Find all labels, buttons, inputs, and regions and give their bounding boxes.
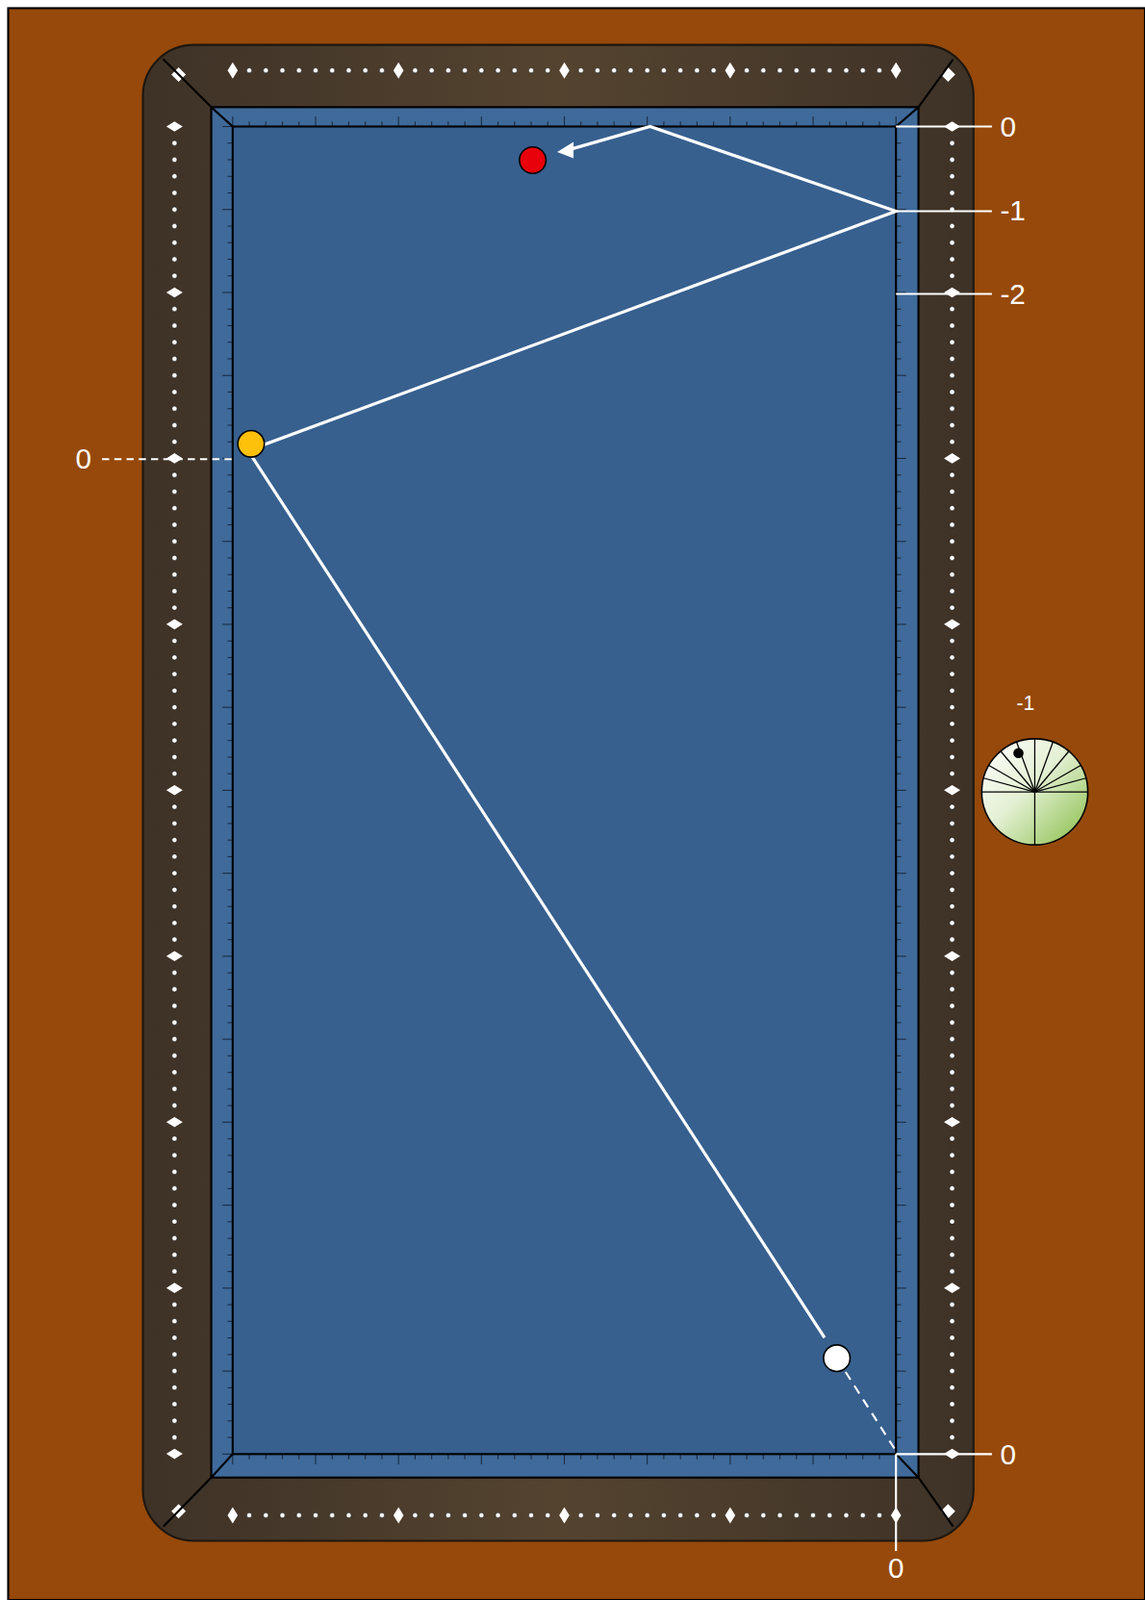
diamond-number: -1 [999,196,1025,226]
cue-ball-path [251,127,896,1339]
playing-surface [232,127,896,1455]
red-ball [519,147,547,175]
diamond-number: 0 [999,112,1017,142]
reference-lines [101,127,993,1553]
floor [7,7,1145,1600]
diamond-number: -2 [999,279,1025,309]
cushion [211,106,919,1477]
cushion-ticks [222,116,907,1465]
diamond-number: 0 [999,1440,1017,1470]
cue-ball [823,1345,851,1373]
yellow-ball [237,431,265,458]
corner-lines [163,59,954,1527]
table-rail [142,45,973,1542]
rail-markers [166,62,961,1525]
arrow-head [557,141,574,158]
spin-label: -1 [1016,692,1035,713]
spin-indicator [981,738,1088,845]
diamond-number: 0 [75,444,92,474]
diamond-number: 0 [888,1553,905,1583]
